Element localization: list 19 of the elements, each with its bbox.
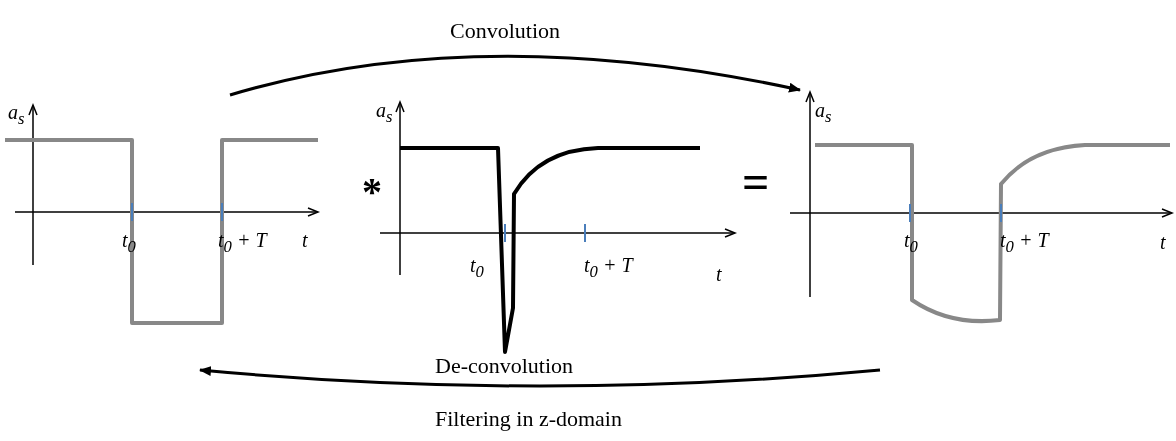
axis-label: t [302,230,308,250]
operator-symbol: * [362,172,382,212]
tick-label: t$_{0}$ + T [1000,230,1049,256]
axis-label: a$_{s}$ [376,100,393,126]
axis-label: a$_{s}$ [815,100,832,126]
axis-label: t [1160,232,1166,252]
tick-label: t$_{0}$ + T [218,230,267,256]
edge-label: Convolution [450,20,560,42]
tick-label: t$_{0}$ [470,255,484,281]
tick-label: t$_{0}$ [122,230,136,256]
tick-label: t$_{0}$ + T [584,255,633,281]
curved-arrow [229,54,801,97]
caption-text: Filtering in z-domain [435,408,622,430]
edge-label: De-convolution [435,355,574,377]
axis-label: t [716,264,722,284]
curved-arrow [199,365,881,388]
axis-label: a$_{s}$ [8,102,25,128]
operator-symbol: = [742,158,770,206]
tick-label: t$_{0}$ [904,230,918,256]
